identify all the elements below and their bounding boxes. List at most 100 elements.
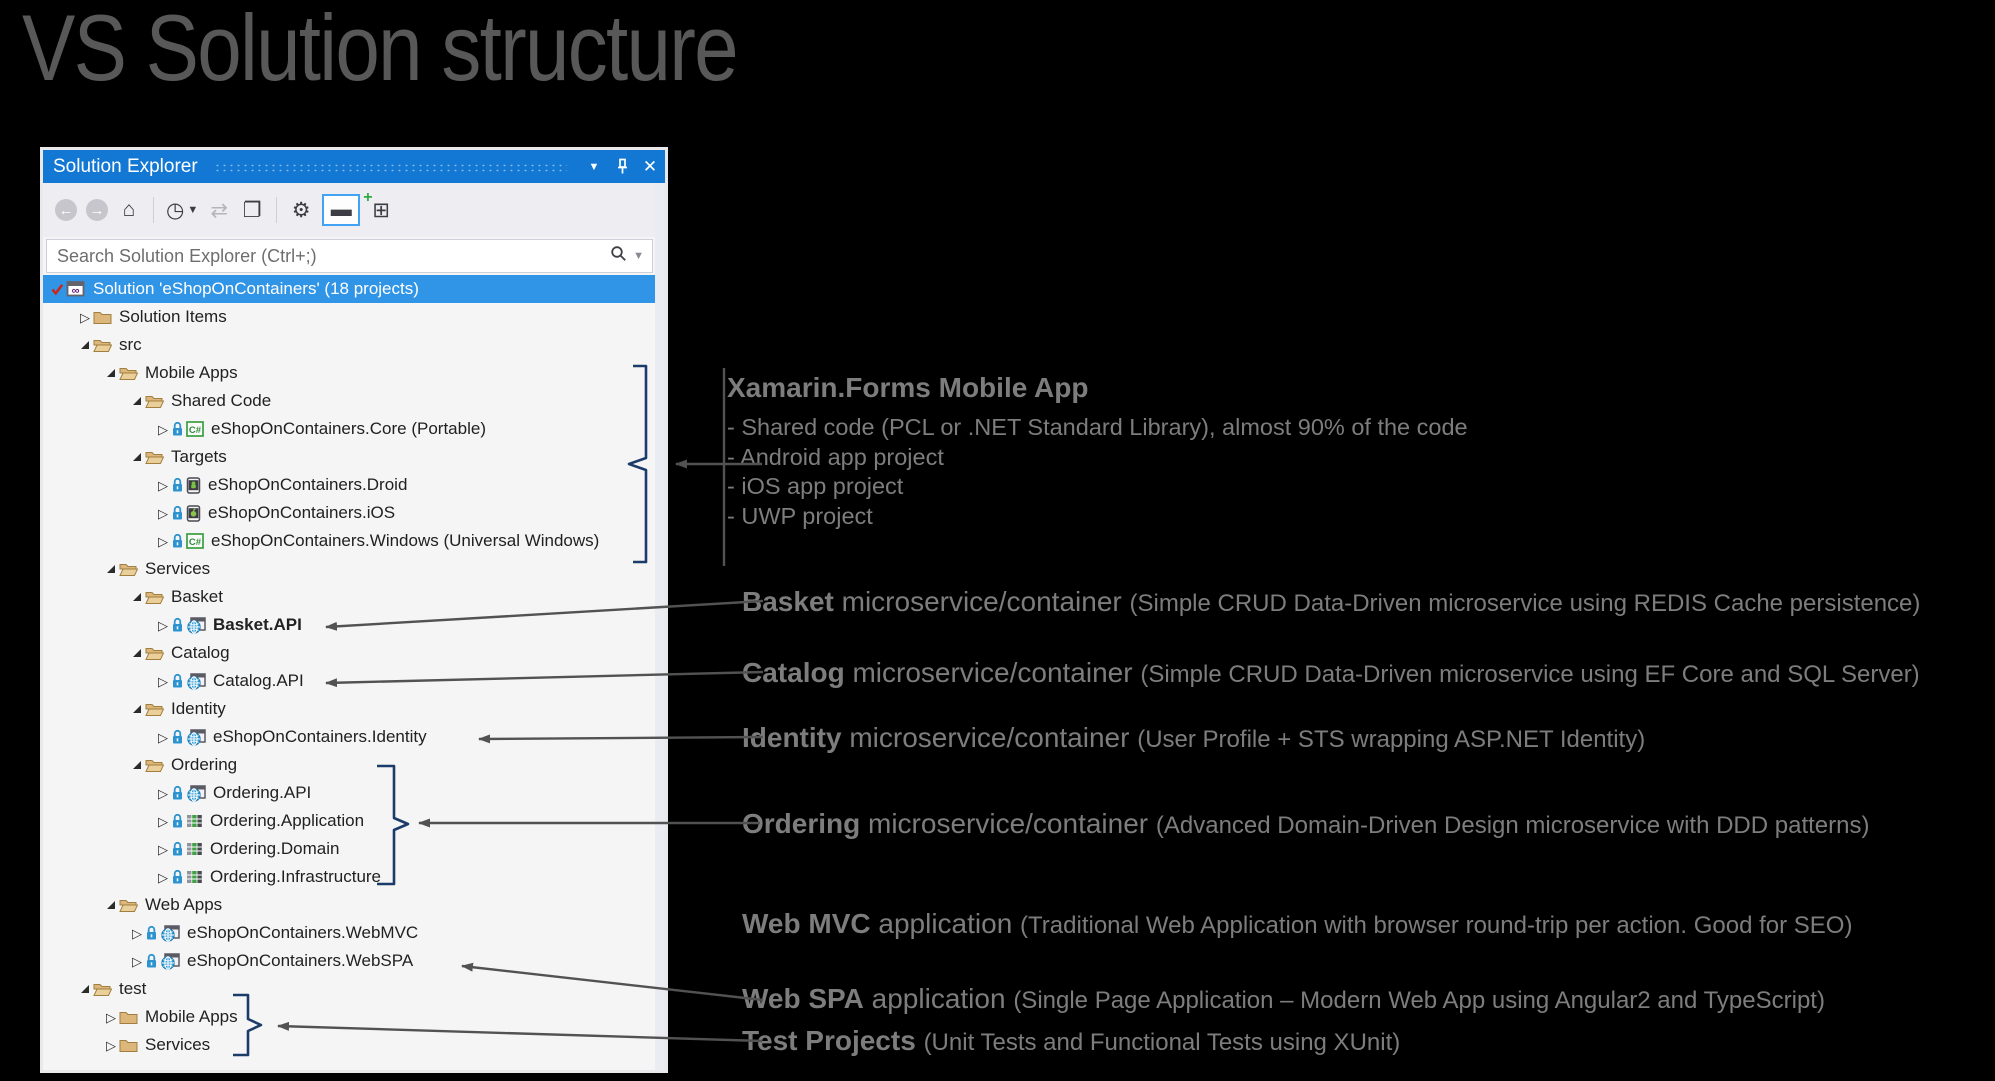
expander-closed-icon[interactable]: ▷ <box>106 1009 116 1025</box>
tree-row-label: eShopOnContainers.Core (Portable) <box>211 419 486 438</box>
tree-row[interactable]: ▷ eShopOnContainers.Droid <box>43 471 655 499</box>
tree-row[interactable]: ▷ Ordering.Application <box>43 807 655 835</box>
home-icon[interactable]: ⌂ <box>122 198 136 221</box>
expander-open-icon[interactable] <box>103 369 119 377</box>
search-icon[interactable] <box>610 245 627 267</box>
tree-row[interactable]: Catalog <box>43 639 655 667</box>
tree-row[interactable]: ▷ eShopOnContainers.WebSPA <box>43 947 655 975</box>
ios-project-icon <box>186 504 201 522</box>
collapse-all-icon[interactable]: ❐ <box>242 198 262 222</box>
expander-closed-icon[interactable]: ▷ <box>158 785 168 801</box>
expander-closed-icon[interactable]: ▷ <box>158 673 168 689</box>
tree-row-label: Ordering.Domain <box>210 839 340 858</box>
tree-row-label: eShopOnContainers.WebSPA <box>187 951 414 970</box>
tree-row[interactable]: Mobile Apps <box>43 359 655 387</box>
pin-icon[interactable] <box>609 154 635 180</box>
tree-row[interactable]: Basket <box>43 583 655 611</box>
tree-row[interactable]: ▷ Basket.API <box>43 611 655 639</box>
folder-open-icon <box>145 393 164 409</box>
tree-row[interactable]: ▷C#eShopOnContainers.Core (Portable) <box>43 415 655 443</box>
search-box[interactable]: ▼ <box>46 239 653 273</box>
plus-badge-icon: + <box>363 189 373 206</box>
forward-icon[interactable]: → <box>86 199 108 221</box>
expander-closed-icon[interactable]: ▷ <box>158 533 168 549</box>
show-all-files-icon[interactable]: ⊞+ <box>363 189 391 222</box>
expander-closed-icon[interactable]: ▷ <box>158 841 168 857</box>
tree-row[interactable]: src <box>43 331 655 359</box>
folder-open-icon <box>145 449 164 465</box>
tree-row[interactable]: ▷ Ordering.Infrastructure <box>43 863 655 891</box>
annotation-paren: (Simple CRUD Data-Driven microservice us… <box>1129 590 1921 617</box>
dropdown-caret-icon[interactable]: ▼ <box>187 204 199 216</box>
expander-open-icon[interactable] <box>103 901 119 909</box>
expander-open-icon[interactable] <box>129 397 145 405</box>
expander-closed-icon[interactable]: ▷ <box>158 617 168 633</box>
tree-row[interactable]: ▷eShopOnContainers.WebMVC <box>43 919 655 947</box>
back-icon[interactable]: ← <box>55 199 77 221</box>
tree-row[interactable]: ▷C#eShopOnContainers.Windows (Universal … <box>43 527 655 555</box>
panel-title: Solution Explorer <box>53 155 198 177</box>
tree-row[interactable]: Shared Code <box>43 387 655 415</box>
expander-closed-icon[interactable]: ▷ <box>158 813 168 829</box>
sync-with-active-document-icon[interactable]: ⇄ <box>210 198 229 222</box>
expander-open-icon[interactable] <box>77 341 93 349</box>
expander-closed-icon[interactable]: ▷ <box>158 869 168 885</box>
preview-selected-items-icon[interactable]: ▬ <box>322 194 361 226</box>
web-project-icon <box>186 784 206 802</box>
window-position-icon[interactable]: ▼ <box>588 160 600 173</box>
tree-row[interactable]: Services <box>43 555 655 583</box>
tree-row-label: Basket.API <box>213 615 302 634</box>
expander-open-icon[interactable] <box>129 705 145 713</box>
expander-closed-icon[interactable]: ▷ <box>158 477 168 493</box>
tree-row[interactable]: Ordering <box>43 751 655 779</box>
tree-row[interactable]: test <box>43 975 655 1003</box>
annotation-mid: microservice/container <box>860 808 1156 839</box>
expander-open-icon[interactable] <box>129 453 145 461</box>
tree-row[interactable]: ▷ eShopOnContainers.iOS <box>43 499 655 527</box>
tree-row[interactable]: ▷eShopOnContainers.Identity <box>43 723 655 751</box>
tree-row[interactable]: Web Apps <box>43 891 655 919</box>
expander-closed-icon[interactable]: ▷ <box>158 729 168 745</box>
tree-row[interactable]: ∞Solution 'eShopOnContainers' (18 projec… <box>43 275 655 303</box>
folder-open-icon <box>93 337 112 353</box>
panel-toolbar: ← → ⌂ ◷▼ ⇄ ❐ ⚙ ▬⊞+ <box>43 183 665 237</box>
tree-row-label: Ordering.Infrastructure <box>210 867 382 886</box>
tree-row[interactable]: ▷Solution Items <box>43 303 655 331</box>
expander-closed-icon[interactable]: ▷ <box>132 925 142 941</box>
tree-row-label: eShopOnContainers.Droid <box>208 475 408 494</box>
expander-closed-icon[interactable]: ▷ <box>158 421 168 437</box>
tree-row[interactable]: ▷ Ordering.Domain <box>43 835 655 863</box>
tree-row[interactable]: ▷Catalog.API <box>43 667 655 695</box>
expander-closed-icon[interactable]: ▷ <box>106 1037 116 1053</box>
expander-open-icon[interactable] <box>129 761 145 769</box>
tree-row-label: eShopOnContainers.iOS <box>208 503 396 522</box>
annotation-bullet: - iOS app project <box>727 473 904 500</box>
annotation-mid: microservice/container <box>841 722 1138 753</box>
expander-closed-icon[interactable]: ▷ <box>80 309 90 325</box>
web-project-icon <box>186 728 206 746</box>
expander-closed-icon[interactable]: ▷ <box>158 505 168 521</box>
tree-row[interactable]: ▷Ordering.API <box>43 779 655 807</box>
annotation-webspa: Web SPA application (Single Page Applica… <box>742 983 1825 1015</box>
lock-icon <box>171 673 184 689</box>
expander-open-icon[interactable] <box>103 565 119 573</box>
annotation-paren: (Single Page Application – Modern Web Ap… <box>1013 987 1825 1014</box>
panel-titlebar[interactable]: Solution Explorer ▼ ✕ <box>43 150 665 183</box>
tree-row-label: Ordering.Application <box>210 811 365 830</box>
expander-open-icon[interactable] <box>129 593 145 601</box>
tree-row[interactable]: ▷Services <box>43 1031 655 1059</box>
expander-open-icon[interactable] <box>77 985 93 993</box>
search-input[interactable] <box>55 244 611 268</box>
expander-open-icon[interactable] <box>129 649 145 657</box>
pending-changes-filter-icon[interactable]: ◷▼ <box>166 198 199 222</box>
close-icon[interactable]: ✕ <box>642 156 658 176</box>
tree-row[interactable]: ▷Mobile Apps <box>43 1003 655 1031</box>
properties-icon[interactable]: ⚙ <box>291 198 311 222</box>
tree-row[interactable]: Targets <box>43 443 655 471</box>
tree-row[interactable]: Identity <box>43 695 655 723</box>
annotation-bold: Catalog <box>742 657 845 688</box>
search-options-caret-icon[interactable]: ▼ <box>633 250 644 262</box>
expander-closed-icon[interactable]: ▷ <box>132 953 142 969</box>
annotation-xamarin: Xamarin.Forms Mobile App- Shared code (P… <box>727 372 1468 531</box>
panel-edge-strip <box>655 183 665 1070</box>
